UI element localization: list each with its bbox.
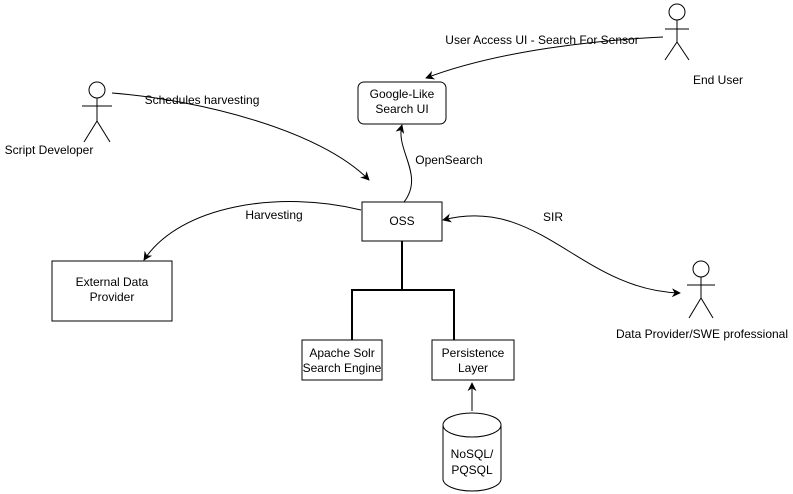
node-database: NoSQL/ PQSQL	[442, 412, 502, 492]
search-ui-label-line-2: Search UI	[375, 102, 428, 116]
database-label-line-1: NoSQL/	[451, 447, 494, 461]
edge-label-opensearch: OpenSearch	[415, 153, 482, 167]
tree-connector	[351, 241, 455, 340]
node-external-data-provider: External Data Provider	[51, 260, 173, 322]
edge-user-access	[425, 36, 664, 80]
actor-data-provider-icon	[687, 260, 715, 319]
node-oss: OSS	[361, 201, 443, 242]
solr-label-line-2: Search Engine	[303, 361, 382, 375]
edge-opensearch	[395, 124, 413, 203]
external-provider-label-line-1: External Data	[76, 275, 149, 289]
actor-script-developer-icon	[82, 81, 112, 143]
node-persistence-layer: Persistence Layer	[431, 339, 515, 381]
database-label-line-2: PQSQL	[451, 463, 493, 477]
node-apache-solr: Apache Solr Search Engine	[301, 339, 383, 381]
external-provider-label-line-2: Provider	[90, 290, 135, 304]
edge-harvesting	[143, 201, 362, 261]
search-ui-label-line-1: Google-Like	[370, 87, 435, 101]
actor-end-user-icon	[664, 3, 690, 61]
edge-label-sir: SIR	[543, 210, 563, 224]
edge-label-user-access: User Access UI - Search For Sensor	[445, 33, 638, 47]
node-search-ui: Google-Like Search UI	[357, 81, 447, 125]
persistence-label-line-2: Layer	[458, 361, 488, 375]
edge-label-schedules-harvesting: Schedules harvesting	[145, 93, 260, 107]
edge-schedules-harvesting	[111, 92, 370, 181]
edge-sir	[442, 213, 681, 298]
actor-end-user-label: End User	[693, 73, 743, 87]
actor-script-developer-label: Script Developer	[5, 143, 94, 157]
edge-label-harvesting: Harvesting	[245, 208, 302, 222]
solr-label-line-1: Apache Solr	[309, 346, 374, 360]
oss-label: OSS	[389, 214, 414, 228]
persistence-label-line-1: Persistence	[442, 346, 505, 360]
actor-data-provider-label: Data Provider/SWE professional	[616, 327, 788, 341]
